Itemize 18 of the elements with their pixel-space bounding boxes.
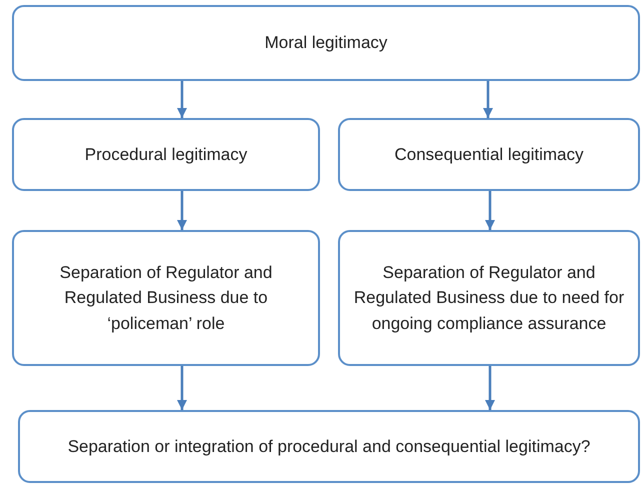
process-box [12, 118, 320, 191]
process-box [18, 410, 640, 483]
arrow [177, 191, 187, 230]
box-text: Separation of Regulator and Regulated Business due to need for ongoing compliance assurance [352, 262, 626, 335]
arrow [485, 191, 495, 230]
arrow [177, 366, 187, 410]
box-text: Procedural legitimacy [84, 144, 248, 166]
box-text: Separation or integration of procedural and consequential legitimacy? [68, 436, 590, 458]
box-text: Consequential legitimacy [394, 144, 584, 166]
arrow [177, 81, 187, 118]
process-box [338, 118, 640, 191]
process-box [12, 5, 640, 81]
process-box [338, 230, 640, 366]
arrow [483, 81, 493, 118]
arrow [485, 366, 495, 410]
box-text: Separation of Regulator and Regulated Business due to ‘policeman’ role [58, 262, 274, 335]
box-text: Moral legitimacy [264, 32, 388, 54]
process-box [12, 230, 320, 366]
